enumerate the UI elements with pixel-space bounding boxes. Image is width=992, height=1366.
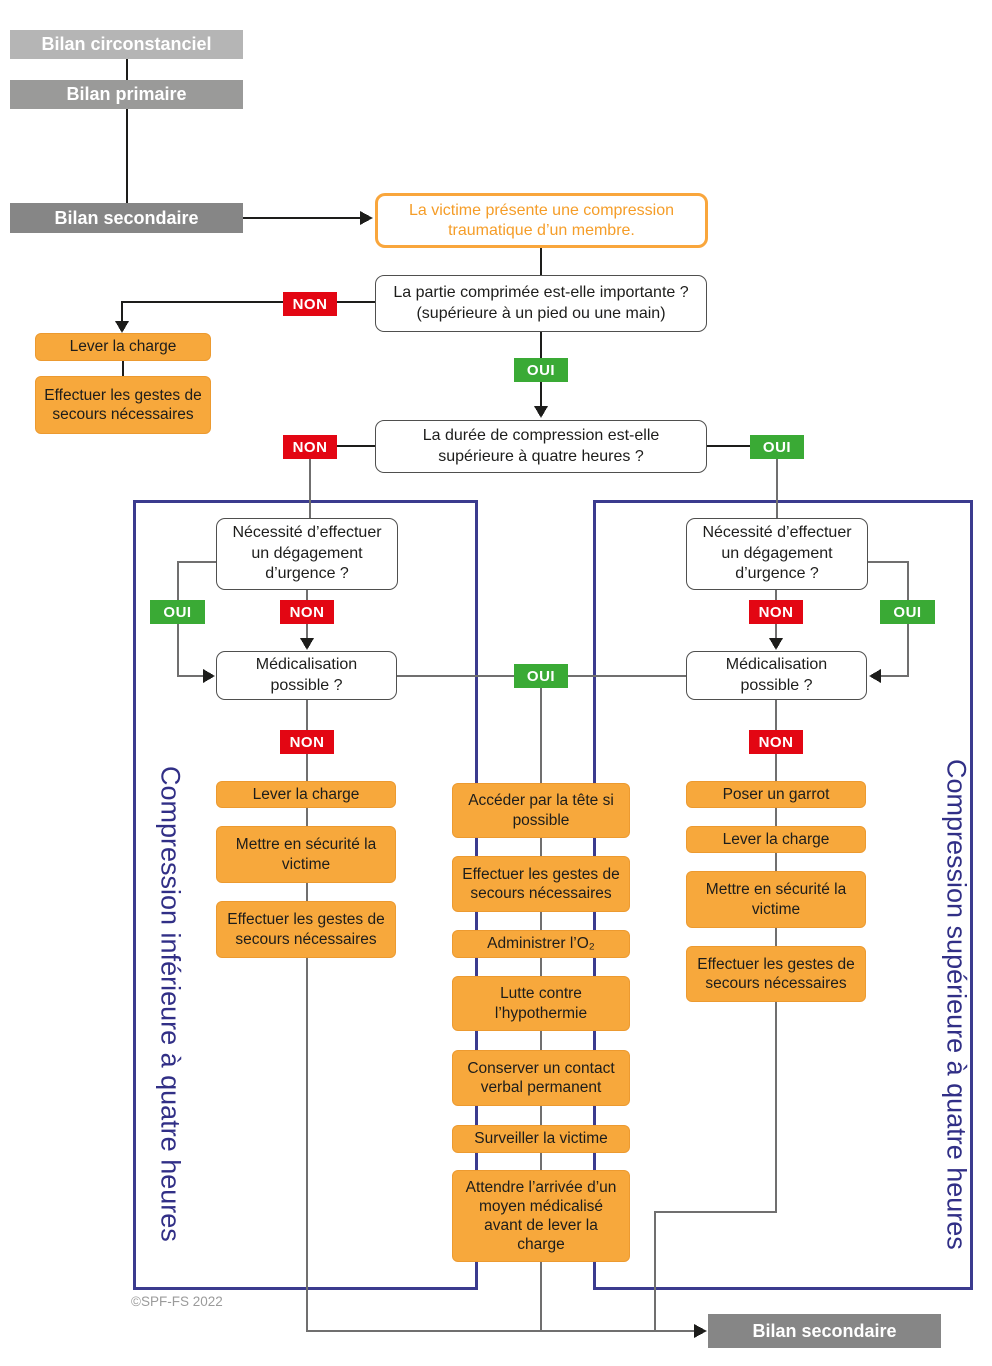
oui-label-medicalisation-center: OUI (514, 664, 568, 688)
action-center-lutte-hypothermie: Lutte contre l’hypothermie (452, 976, 630, 1031)
non-text: NON (758, 733, 794, 751)
degagement-line3: d’urgence ? (265, 565, 349, 583)
action-right-mettre-en-securite: Mettre en sécurité la victime (686, 871, 866, 928)
degagement-line1: Nécessité d’effectuer (232, 523, 382, 541)
action-label: Lever la charge (69, 338, 177, 356)
bilan-circonstanciel-box: Bilan circonstanciel (10, 30, 243, 59)
start-condition-line1: La victime présente une compression (408, 201, 675, 219)
medicalisation-line1: Médicalisation (255, 655, 358, 673)
panel-left-title-text: Compression inférieure à quatre heures (155, 766, 186, 1242)
question-medicalisation-right: Médicalisation possible ? (686, 651, 867, 700)
oui-text: OUI (163, 603, 192, 621)
bilan-primaire-box: Bilan primaire (10, 80, 243, 109)
copyright-text: ©SPF-FS 2022 (131, 1294, 223, 1309)
action-label: Effectuer les gestes de secours nécessai… (227, 911, 385, 948)
non-text: NON (289, 733, 325, 751)
question-duree-line2: supérieure à quatre heures ? (438, 447, 644, 465)
action-right-gestes-secours: Effectuer les gestes de secours nécessai… (686, 946, 866, 1002)
action-lever-la-charge-simple: Lever la charge (35, 333, 211, 361)
degagement-line2: un dégagement (721, 544, 833, 562)
oui-text: OUI (893, 603, 922, 621)
action-left-mettre-en-securite: Mettre en sécurité la victime (216, 826, 396, 883)
question-partie-line2: (supérieure à un pied ou une main) (416, 304, 666, 322)
question-partie-line1: La partie comprimée est-elle importante … (393, 283, 689, 301)
question-medicalisation-left: Médicalisation possible ? (216, 651, 397, 700)
copyright-label: ©SPF-FS 2022 (131, 1294, 223, 1309)
action-label: Poser un garrot (722, 785, 830, 803)
oui-text: OUI (762, 438, 792, 456)
non-label-medicalisation-right: NON (749, 730, 803, 754)
action-label: Mettre en sécurité la victime (235, 836, 377, 873)
action-label: Administrer l’O₂ (487, 935, 595, 953)
oui-text: OUI (526, 361, 556, 379)
degagement-line2: un dégagement (251, 544, 363, 562)
start-condition-box: La victime présente une compression trau… (375, 193, 708, 248)
degagement-line3: d’urgence ? (735, 565, 819, 583)
non-text: NON (292, 295, 328, 313)
non-label-degagement-right: NON (749, 600, 803, 624)
action-label: Mettre en sécurité la victime (705, 881, 847, 918)
medicalisation-line2: possible ? (270, 676, 343, 694)
action-label: Lever la charge (252, 785, 360, 803)
panel-left-title: Compression inférieure à quatre heures (146, 728, 194, 1280)
medicalisation-line1: Médicalisation (725, 655, 828, 673)
question-duree-line1: La durée de compression est-elle (422, 426, 660, 444)
bilan-secondaire-label: Bilan secondaire (54, 207, 199, 228)
oui-label-duree: OUI (750, 435, 804, 459)
action-center-attendre-moyen-medicalise: Attendre l’arrivée d’un moyen médicalisé… (452, 1170, 630, 1262)
action-right-lever-la-charge: Lever la charge (686, 826, 866, 853)
action-left-lever-la-charge: Lever la charge (216, 781, 396, 808)
action-gestes-secours-simple: Effectuer les gestes de secours nécessai… (35, 376, 211, 434)
bilan-secondaire-box: Bilan secondaire (10, 203, 243, 233)
non-label-degagement-left: NON (280, 600, 334, 624)
non-label-duree: NON (283, 435, 337, 459)
non-label-medicalisation-left: NON (280, 730, 334, 754)
oui-label-degagement-left: OUI (150, 600, 205, 624)
action-label: Lever la charge (722, 830, 830, 848)
action-label: Effectuer les gestes de secours nécessai… (697, 955, 855, 992)
action-label: Surveiller la victime (474, 1130, 608, 1148)
question-degagement-left: Nécessité d’effectuer un dégagement d’ur… (216, 518, 398, 590)
panel-right-title: Compression supérieure à quatre heures (932, 728, 980, 1280)
non-label-partie: NON (283, 292, 337, 316)
question-partie-comprimee: La partie comprimée est-elle importante … (375, 275, 707, 332)
oui-text: OUI (526, 667, 556, 685)
question-duree-compression: La durée de compression est-elle supérie… (375, 420, 707, 473)
action-center-acceder-tete: Accéder par la tête si possible (452, 783, 630, 838)
action-label: Attendre l’arrivée d’un moyen médicalisé… (465, 1178, 617, 1254)
question-degagement-right: Nécessité d’effectuer un dégagement d’ur… (686, 518, 868, 590)
non-text: NON (758, 603, 794, 621)
action-center-contact-verbal: Conserver un contact verbal permanent (452, 1050, 630, 1106)
oui-label-degagement-right: OUI (880, 600, 935, 624)
medicalisation-line2: possible ? (740, 676, 813, 694)
action-left-gestes-secours: Effectuer les gestes de secours nécessai… (216, 901, 396, 958)
bilan-circonstanciel-label: Bilan circonstanciel (41, 34, 212, 54)
action-label: Lutte contre l’hypothermie (494, 985, 588, 1022)
oui-label-partie: OUI (514, 358, 568, 382)
start-condition-line2: traumatique d’un membre. (448, 221, 635, 239)
action-center-administrer-o2: Administrer l’O₂ (452, 930, 630, 958)
non-text: NON (289, 603, 325, 621)
bilan-primaire-label: Bilan primaire (66, 84, 187, 104)
degagement-line1: Nécessité d’effectuer (702, 523, 852, 541)
panel-right-title-text: Compression supérieure à quatre heures (941, 758, 972, 1250)
action-center-surveiller-victime: Surveiller la victime (452, 1125, 630, 1153)
action-right-poser-garrot: Poser un garrot (686, 781, 866, 808)
action-label: Effectuer les gestes de secours nécessai… (44, 386, 202, 423)
bilan-secondaire-final-label: Bilan secondaire (752, 1320, 897, 1341)
bilan-secondaire-final-box: Bilan secondaire (708, 1314, 941, 1348)
non-text: NON (292, 438, 328, 456)
action-label: Conserver un contact verbal permanent (467, 1059, 615, 1096)
action-label: Effectuer les gestes de secours nécessai… (462, 865, 620, 902)
action-center-gestes-secours: Effectuer les gestes de secours nécessai… (452, 856, 630, 912)
action-label: Accéder par la tête si possible (468, 792, 614, 829)
